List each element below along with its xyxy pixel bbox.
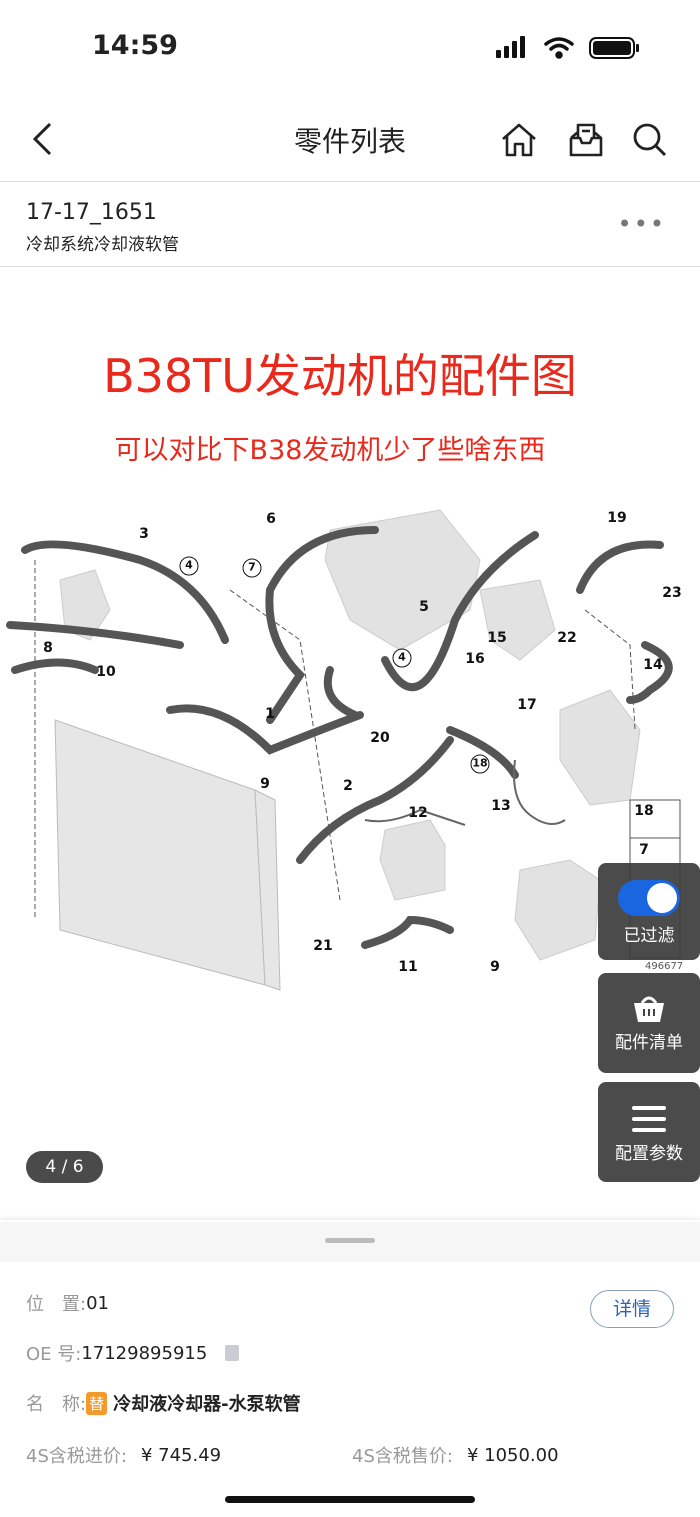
wifi-icon [544,37,574,59]
callout-8[interactable]: 8 [43,640,53,656]
sliders-icon [632,1106,666,1132]
divider [0,266,700,267]
home-icon[interactable] [500,122,538,158]
parts-list-button[interactable]: 配件清单 [598,973,700,1073]
parts-list-label: 配件清单 [615,1033,683,1053]
callout-17[interactable]: 17 [517,697,537,713]
callout-2[interactable]: 2 [343,778,353,794]
callout-9[interactable]: 9 [490,959,500,975]
signal-icon [496,36,525,58]
inbox-icon[interactable] [568,122,604,158]
callout-4[interactable]: 4 [392,648,412,668]
detail-button[interactable]: 详情 [590,1290,674,1328]
callout-19[interactable]: 19 [607,510,627,526]
callout-20[interactable]: 20 [370,730,390,746]
copy-icon[interactable] [225,1345,240,1361]
back-icon[interactable] [30,122,56,156]
callout-18[interactable]: 18 [634,803,654,819]
part-name: 冷却液冷却器-水泵软管 [113,1394,301,1415]
more-button[interactable]: ••• [617,210,666,238]
cost-value: ¥ 745.49 [140,1444,222,1466]
callout-9[interactable]: 9 [260,776,270,792]
diagram-id: 496677 [645,961,684,972]
drag-handle[interactable] [325,1238,375,1243]
image-subtitle: 可以对比下B38发动机少了些啥东西 [114,435,546,466]
config-params-label: 配置参数 [615,1144,683,1164]
callout-7[interactable]: 7 [639,842,649,858]
oe-label: OE 号: [26,1344,82,1365]
callout-10[interactable]: 10 [96,664,116,680]
basket-icon [634,996,664,1022]
callout-7[interactable]: 7 [242,558,262,578]
parts-diagram[interactable] [0,500,700,1000]
image-title: B38TU发动机的配件图 [103,349,577,403]
price-label: 4S含税售价: [352,1446,453,1467]
position-value: 01 [86,1292,109,1314]
callout-11[interactable]: 11 [398,959,418,975]
callout-5[interactable]: 5 [419,599,429,615]
search-icon[interactable] [632,122,668,158]
divider [0,181,700,182]
page-title: 零件列表 [293,125,406,158]
callout-1[interactable]: 1 [265,706,275,722]
callout-3[interactable]: 3 [139,526,149,542]
position-label: 位 置: [26,1294,87,1315]
home-indicator [225,1496,475,1503]
callout-18[interactable]: 18 [470,754,490,774]
callout-15[interactable]: 15 [487,630,507,646]
detail-sheet [0,1220,700,1517]
callout-22[interactable]: 22 [557,630,577,646]
config-params-button[interactable]: 配置参数 [598,1082,700,1182]
callout-21[interactable]: 21 [313,938,333,954]
callout-13[interactable]: 13 [491,798,511,814]
battery-icon [589,37,639,59]
toggle-switch[interactable] [618,880,680,916]
status-time: 14:59 [92,30,178,61]
filter-toggle-button[interactable]: 已过滤 [598,863,700,960]
callout-6[interactable]: 6 [266,511,276,527]
price-value: ¥ 1050.00 [466,1444,559,1466]
callout-23[interactable]: 23 [662,585,682,601]
callout-16[interactable]: 16 [465,651,485,667]
oe-value: 17129895915 [81,1342,208,1364]
substitute-badge: 替 [86,1391,108,1415]
callout-14[interactable]: 14 [643,657,663,673]
status-icons [496,36,639,59]
callout-12[interactable]: 12 [408,805,428,821]
image-pager: 4 / 6 [26,1151,103,1183]
name-label: 名 称: [26,1394,87,1415]
diagram-subtitle: 冷却系统冷却液软管 [26,235,179,255]
callout-4[interactable]: 4 [179,556,199,576]
filter-label: 已过滤 [623,926,675,946]
diagram-code: 17-17_1651 [26,200,157,225]
cost-label: 4S含税进价: [26,1446,127,1467]
radiator [54,719,281,991]
engine-block [59,509,641,961]
